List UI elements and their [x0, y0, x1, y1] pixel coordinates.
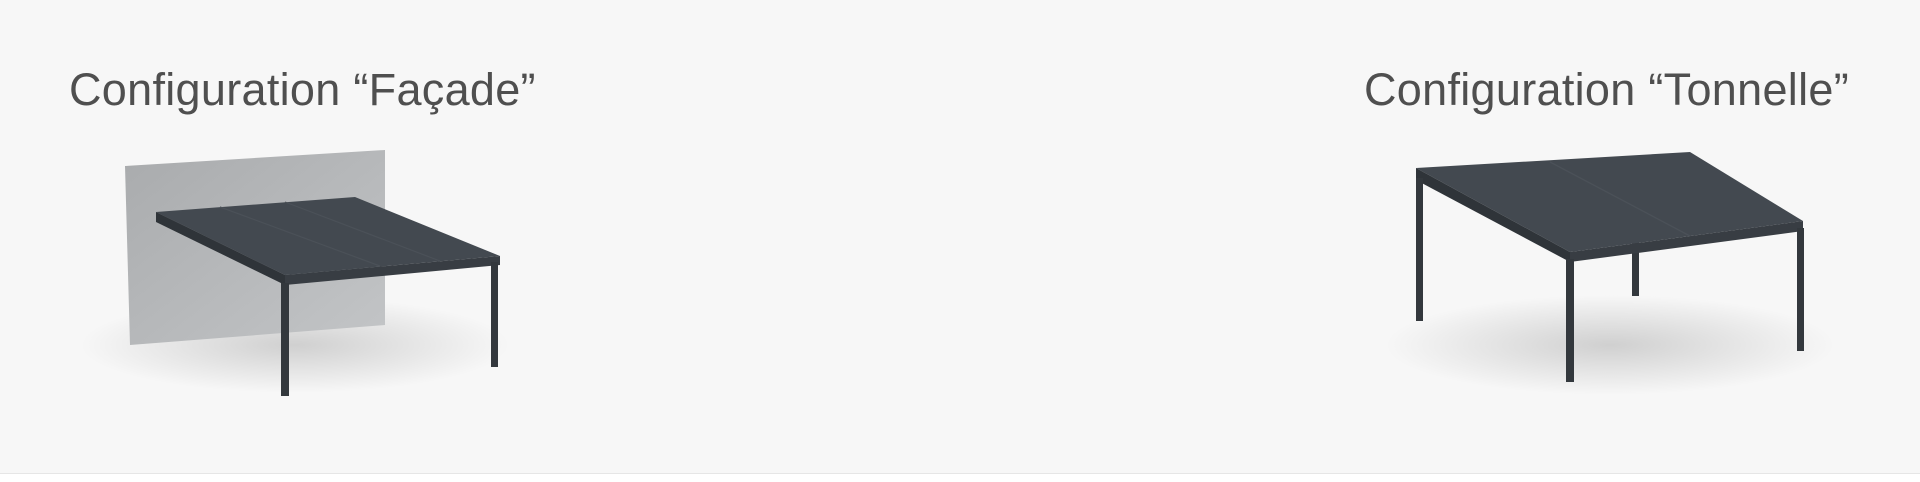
config-option-tonnelle[interactable]: Configuration “Tonnelle” — [1300, 0, 1920, 470]
bottom-divider — [0, 473, 1920, 474]
config-title-tonnelle: Configuration “Tonnelle” — [1364, 64, 1849, 115]
bottom-strip — [0, 474, 1920, 482]
freestanding-pergola-icon — [1385, 152, 1835, 395]
config-title-facade: Configuration “Façade” — [69, 64, 536, 115]
pergola-attached-to-wall-icon — [80, 150, 510, 396]
config-option-facade[interactable]: Configuration “Façade” — [0, 0, 620, 470]
